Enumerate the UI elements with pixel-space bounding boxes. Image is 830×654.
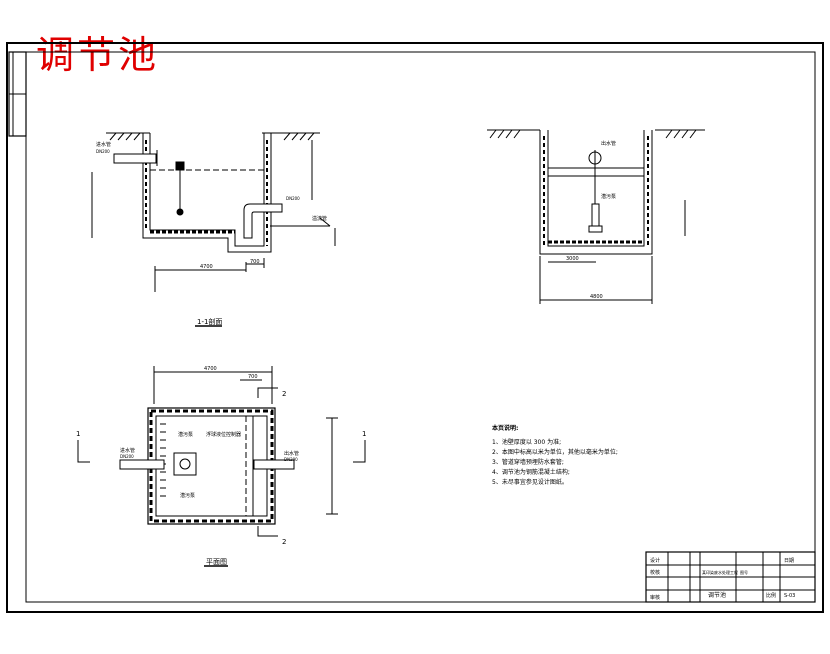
binding-strip <box>8 51 27 137</box>
plan-inlet-size: DN200 <box>120 454 134 459</box>
outlet-label-right: 出水管 <box>601 140 616 147</box>
inlet-size-label: DN200 <box>96 149 110 154</box>
cut-marker-2-bottom: 2 <box>282 538 286 546</box>
note-item-5: 5、未尽事宜参见设计图纸。 <box>492 479 568 486</box>
section-label: 1-1剖面 <box>197 317 222 326</box>
tb-approve: 审核 <box>650 594 660 601</box>
dim-plan-width: 4700 <box>204 366 217 372</box>
tb-date-label: 日期 <box>784 558 794 564</box>
pump-label-right: 潜污泵 <box>601 193 616 200</box>
note-item-2: 2、本图中标高以米为单位，其他以毫米为单位; <box>492 449 618 456</box>
tb-check: 校核 <box>650 569 660 576</box>
inner-frame <box>25 51 816 603</box>
dim-section-width: 4700 <box>200 264 213 270</box>
dim-right-inner: 3000 <box>566 256 579 262</box>
note-item-3: 3、管道穿墙预埋防水套管; <box>492 459 564 466</box>
cut-marker-1-left: 1 <box>76 430 80 438</box>
tb-drawing-name: 调节池 <box>708 591 726 599</box>
outer-frame <box>6 42 824 613</box>
tb-design: 设计 <box>650 557 660 564</box>
note-item-4: 4、调节池为钢筋混凝土结构; <box>492 469 570 476</box>
inlet-label: 进水管 <box>96 141 111 148</box>
title-block <box>645 551 816 603</box>
notes-heading: 本页说明: <box>492 425 519 432</box>
plan-outlet-label: 出水管 <box>284 450 299 457</box>
dim-section-step: 700 <box>250 259 260 265</box>
plan-pump-label-2: 潜污泵 <box>180 492 195 499</box>
tb-project: 某印染废水处理工程 <box>702 569 738 575</box>
cut-marker-2-top: 2 <box>282 390 286 398</box>
ground-hatch-left <box>106 132 320 141</box>
dim-right-width: 4800 <box>590 294 603 300</box>
note-item-1: 1、池壁厚度以 300 为准; <box>492 439 562 446</box>
plan-view <box>77 366 366 537</box>
dim-plan-right: 700 <box>248 374 258 380</box>
plan-outlet-size: DN200 <box>284 457 298 462</box>
side-section-view <box>487 129 705 304</box>
overflow-label: 溢流管 <box>312 215 327 222</box>
cut-marker-1-right: 1 <box>362 430 366 438</box>
notes-block: 本页说明: 1、池壁厚度以 300 为准; 2、本图中标高以米为单位，其他以毫米… <box>492 424 618 488</box>
plan-float-label: 浮球液位控制器 <box>206 431 241 438</box>
plan-label: 平面图 <box>206 558 227 566</box>
plan-inlet-label: 进水管 <box>120 447 135 454</box>
outlet-size-label: DN200 <box>286 196 300 201</box>
plan-pump-label: 潜污泵 <box>178 431 193 438</box>
tb-scale-label: 比例 <box>766 592 776 599</box>
tb-drawing-no-label: 图号 <box>740 569 748 575</box>
section-view <box>91 132 336 292</box>
tb-drawing-no: S-03 <box>784 593 795 599</box>
